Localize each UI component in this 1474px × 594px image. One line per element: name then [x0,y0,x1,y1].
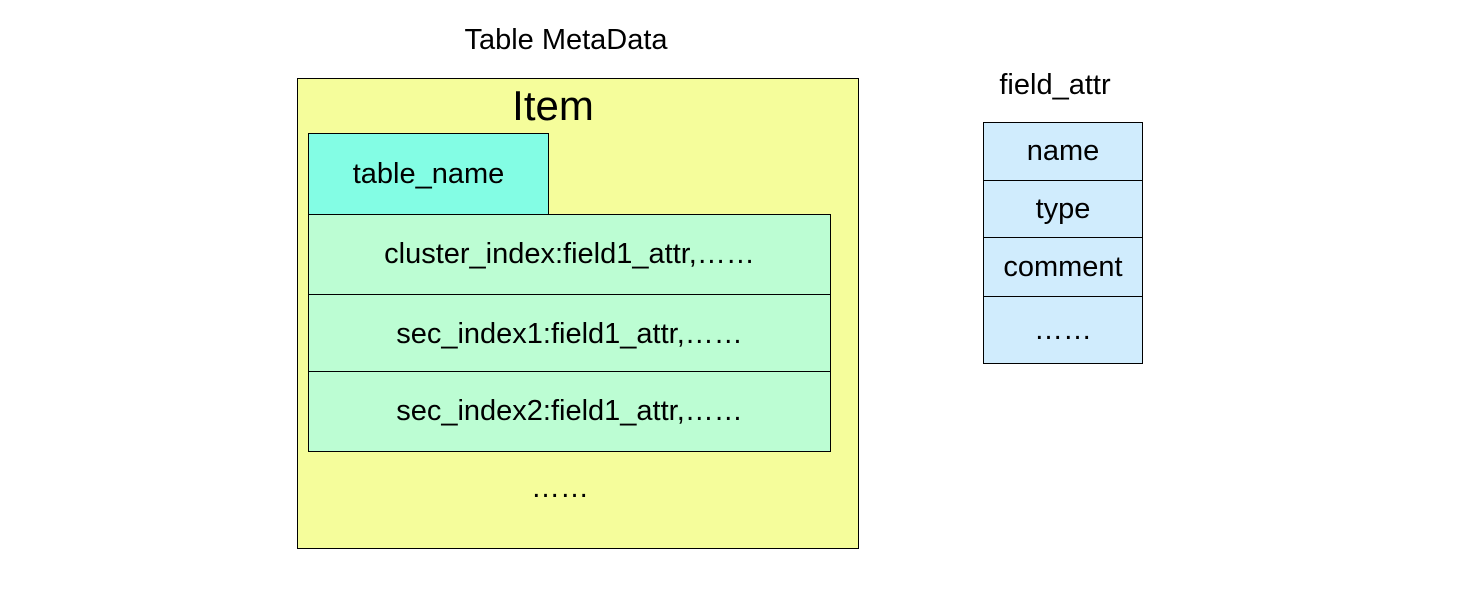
field-attr-row-comment: comment [983,237,1143,297]
field-attr-title: field_attr [999,68,1111,101]
diagram-title: Table MetaData [464,23,668,56]
sec-index2-row: sec_index2:field1_attr,…… [308,371,831,452]
table-name-box: table_name [308,133,549,215]
field-attr-row-name: name [983,122,1143,181]
item-label: Item [512,82,594,129]
item-ellipsis: …… [531,471,589,504]
field-attr-row-type: type [983,180,1143,238]
field-attr-row-ellipsis: …… [983,296,1143,364]
cluster-index-row: cluster_index:field1_attr,…… [308,214,831,295]
sec-index1-row: sec_index1:field1_attr,…… [308,294,831,375]
